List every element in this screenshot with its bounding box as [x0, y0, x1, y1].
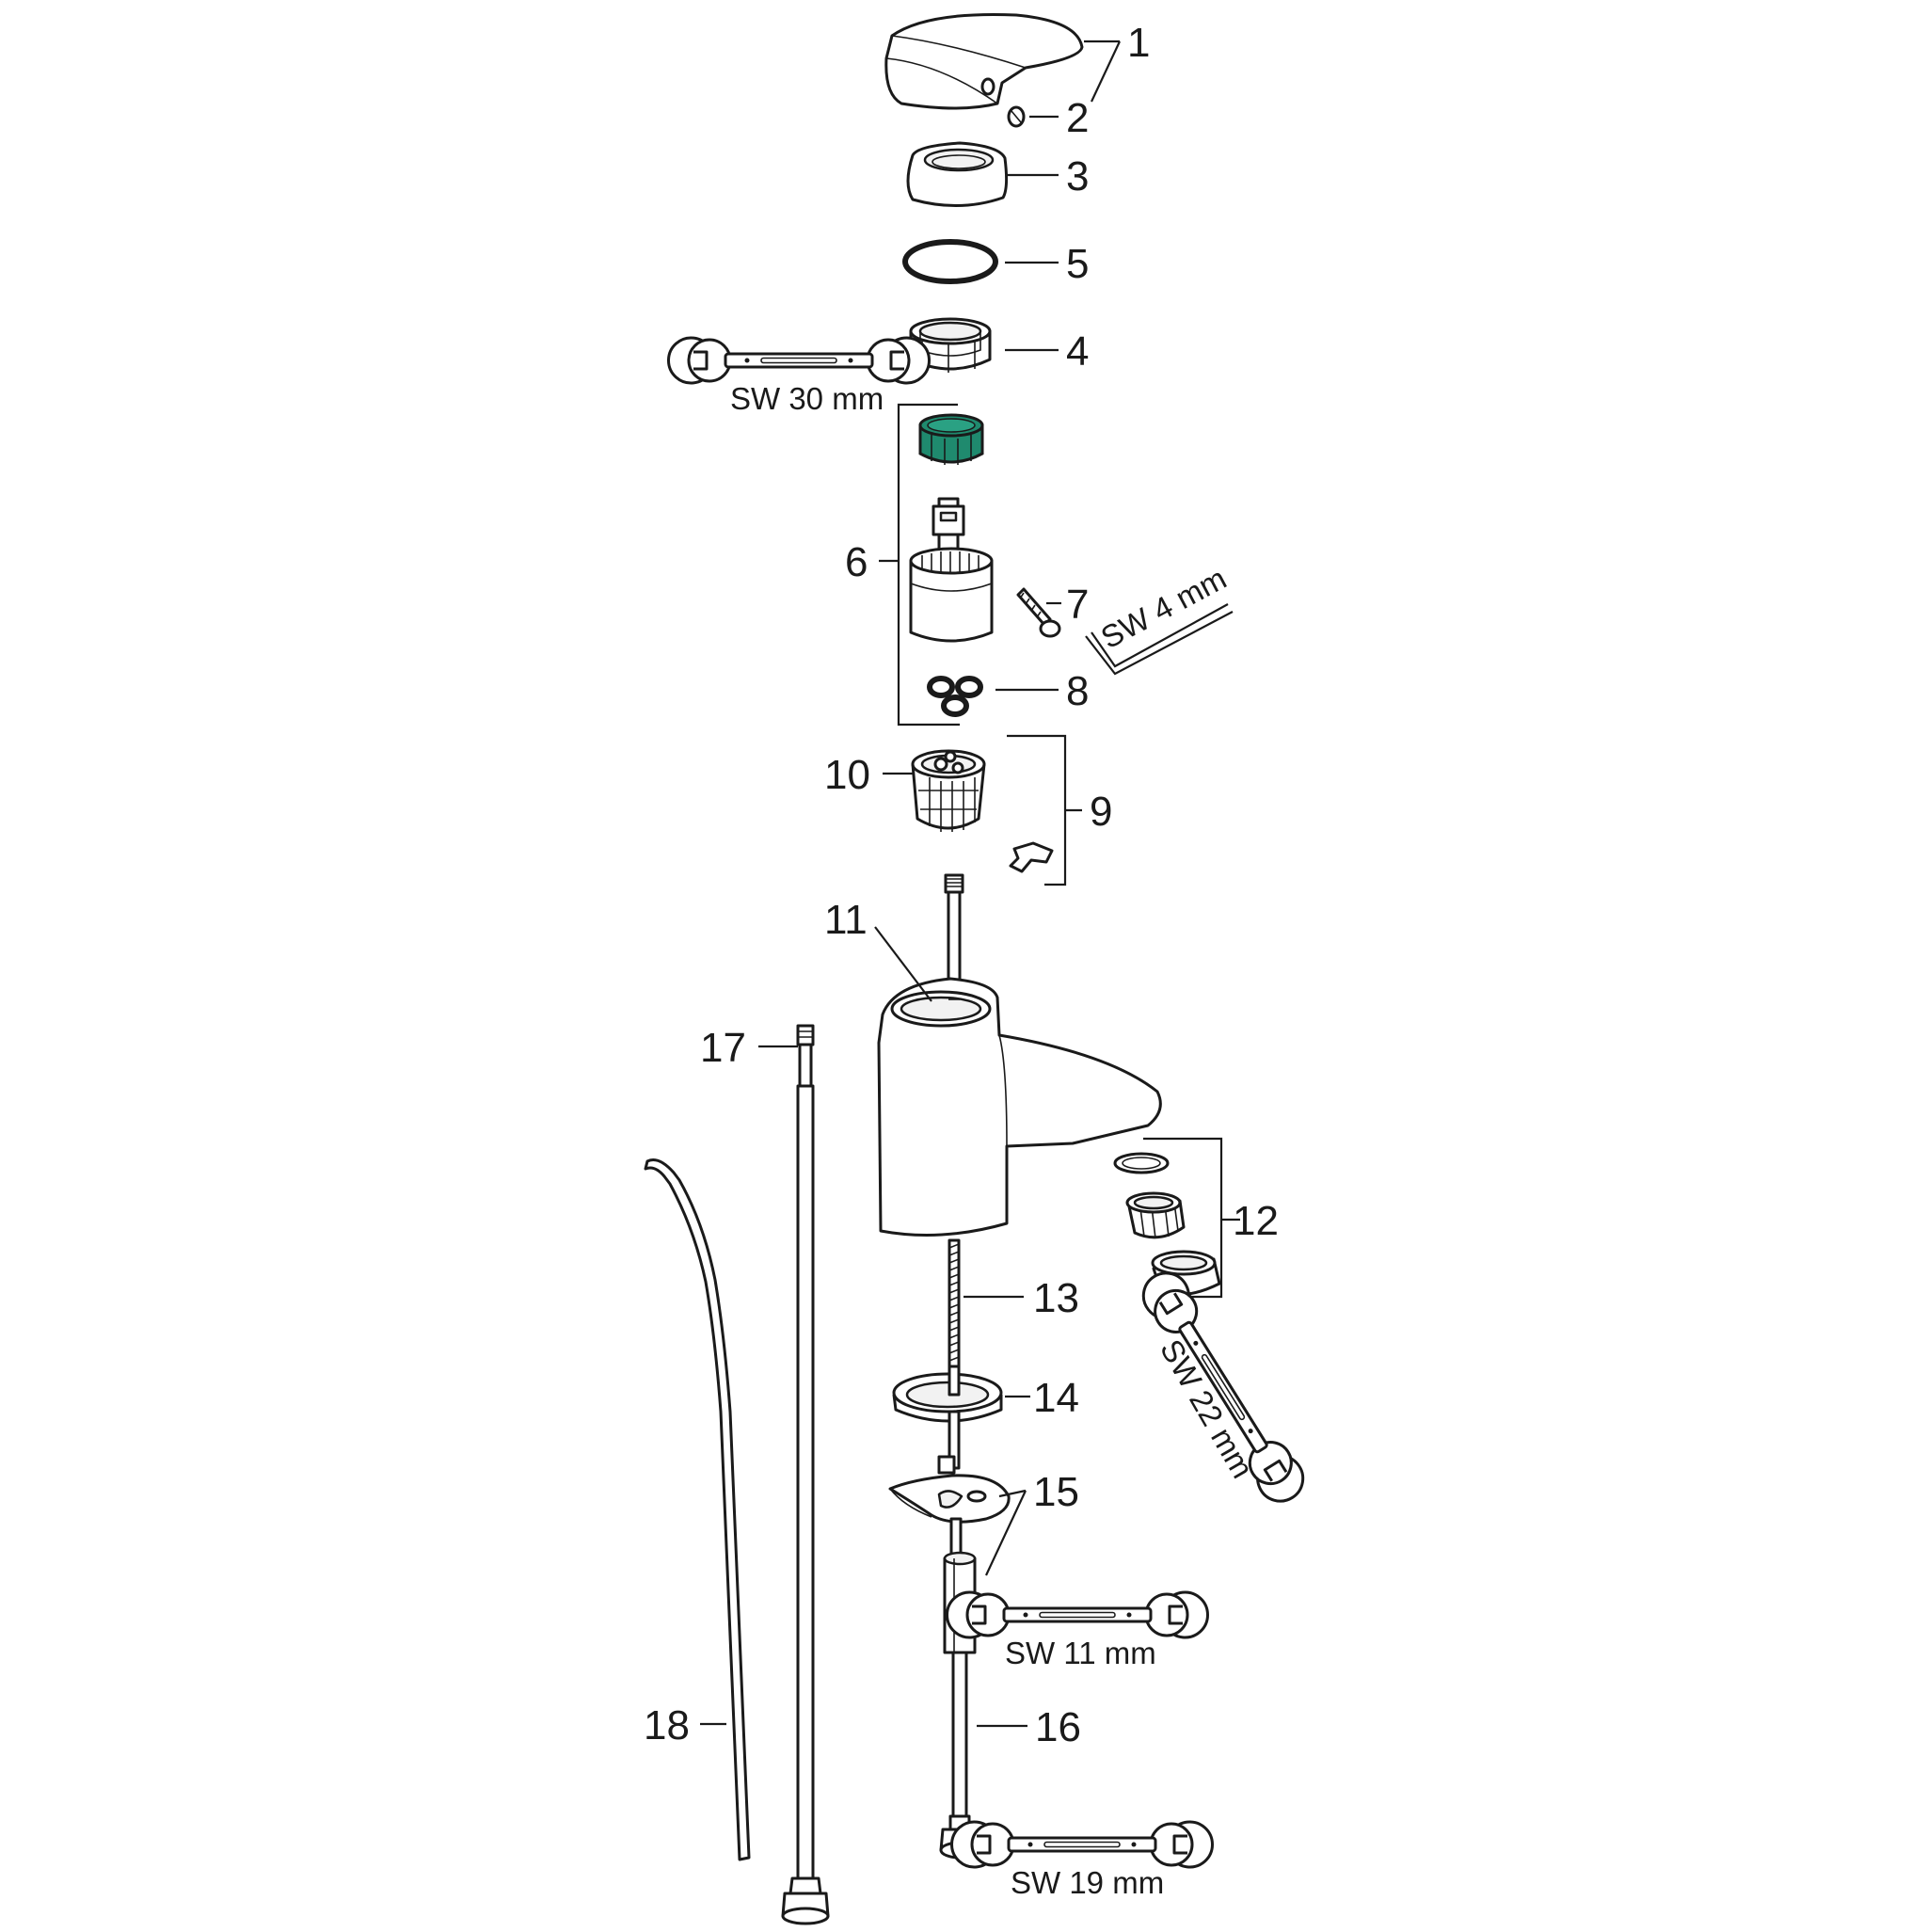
seal-set	[927, 676, 983, 717]
hex-key-icon	[1085, 603, 1234, 676]
wrench-icon-sw30	[667, 336, 931, 385]
cartridge	[909, 497, 994, 643]
label-part-4: 4	[1066, 328, 1089, 375]
retaining-clip	[1009, 841, 1054, 873]
label-part-15: 15	[1033, 1469, 1079, 1515]
grub-screw	[1007, 105, 1026, 128]
tool-label-sw11: SW 11 mm	[1005, 1636, 1156, 1670]
leader-11	[874, 926, 932, 1002]
label-part-2: 2	[1066, 95, 1089, 141]
bracket-6	[897, 403, 960, 726]
lever-handle	[884, 13, 1084, 110]
horseshoe-plate	[888, 1410, 1011, 1524]
label-part-10: 10	[824, 752, 870, 798]
o-ring	[902, 239, 998, 284]
bracket-12	[1143, 1137, 1223, 1299]
stud-segment	[948, 1365, 961, 1397]
mounting-washer	[892, 1372, 1003, 1423]
label-part-6: 6	[845, 539, 868, 585]
label-part-5: 5	[1066, 241, 1089, 287]
label-part-8: 8	[1066, 668, 1089, 714]
label-part-11: 11	[824, 897, 868, 943]
tool-label-sw4: SW 4 mm	[1095, 561, 1232, 656]
label-part-1: 1	[1127, 20, 1150, 66]
wrench-icon-sw11	[946, 1590, 1209, 1639]
leader-15a	[998, 1489, 1027, 1498]
tool-label-sw30: SW 30 mm	[730, 381, 884, 416]
leader-15b	[985, 1490, 1027, 1576]
wrench-icon-sw22	[1133, 1263, 1314, 1511]
tool-label-sw19: SW 19 mm	[1011, 1865, 1164, 1900]
label-part-9: 9	[1090, 789, 1112, 835]
label-part-3: 3	[1066, 153, 1089, 200]
threaded-stud	[948, 1238, 961, 1370]
label-part-18: 18	[644, 1702, 690, 1748]
cartridge-screw	[1016, 587, 1061, 638]
valve-insert	[911, 749, 986, 832]
leader-1b	[1091, 40, 1121, 103]
label-part-14: 14	[1033, 1375, 1079, 1421]
aerator-washer	[1113, 1152, 1170, 1174]
lift-rod	[644, 1158, 751, 1861]
wrench-icon-sw19	[950, 1820, 1214, 1869]
mixer-body	[877, 873, 1162, 1237]
label-part-16: 16	[1035, 1704, 1081, 1750]
dome-cover	[906, 141, 1009, 207]
label-part-7: 7	[1066, 582, 1089, 628]
supply-hose-left	[781, 1024, 830, 1925]
label-part-12: 12	[1233, 1198, 1279, 1244]
label-part-13: 13	[1033, 1275, 1079, 1321]
label-part-17: 17	[700, 1025, 746, 1071]
cartridge-ring	[918, 413, 984, 465]
stud-lower	[949, 1517, 963, 1558]
aerator-insert	[1125, 1191, 1186, 1239]
